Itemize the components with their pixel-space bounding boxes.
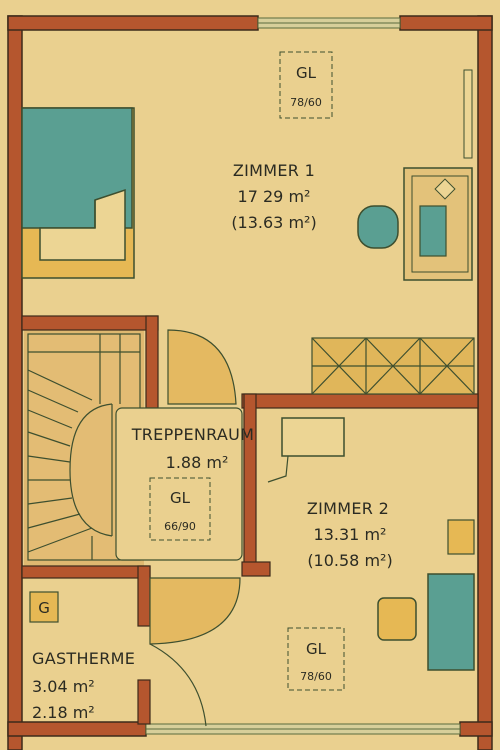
window-label-2: GL 66/90	[149, 477, 211, 541]
room-area-alt-gastherme: 2.18 m²	[32, 703, 95, 722]
room-label-zimmer2: ZIMMER 2 13.31 m² (10.58 m²)	[307, 499, 393, 570]
window-label-3-type: GL	[306, 640, 327, 658]
room-area-gastherme: 3.04 m²	[32, 677, 95, 696]
shelf-zimmer2	[447, 519, 475, 555]
door-zimmer1	[167, 329, 237, 405]
room-label-gastherme: GASTHERME 3.04 m² 2.18 m²	[32, 649, 135, 722]
outer-walls	[7, 15, 493, 750]
window-label-1-size: 78/60	[290, 96, 322, 109]
room-name-zimmer2: ZIMMER 2	[307, 499, 389, 518]
window-label-1-type: GL	[296, 64, 317, 82]
window-label-3-size: 78/60	[300, 670, 332, 683]
window-top	[257, 17, 401, 29]
room-name-gastherme: GASTHERME	[32, 649, 135, 668]
radiator	[463, 69, 473, 159]
gas-boiler: G	[29, 591, 59, 623]
window-label-1: GL 78/60	[279, 51, 333, 119]
inner-walls	[21, 315, 479, 725]
chair-zimmer1	[357, 205, 399, 249]
room-label-treppenraum: TREPPENRAUM 1.88 m²	[131, 425, 255, 472]
window-bottom	[145, 723, 461, 735]
room-area-zimmer1: 17 29 m²	[238, 187, 311, 206]
gas-symbol: G	[38, 599, 50, 617]
window-label-2-type: GL	[170, 489, 191, 507]
desk-zimmer1	[403, 167, 473, 281]
room-area-alt-zimmer1: (13.63 m²)	[231, 213, 316, 232]
room-area-alt-zimmer2: (10.58 m²)	[307, 551, 392, 570]
room-name-zimmer1: ZIMMER 1	[233, 161, 315, 180]
room-area-zimmer2: 13.31 m²	[314, 525, 387, 544]
cabinet-zimmer2	[427, 573, 475, 671]
wardrobe	[311, 337, 475, 395]
window-label-2-size: 66/90	[164, 520, 196, 533]
door-gastherme	[149, 577, 241, 727]
window-label-3: GL 78/60	[287, 627, 345, 691]
room-name-treppenraum: TREPPENRAUM	[131, 425, 255, 444]
room-area-treppenraum: 1.88 m²	[166, 453, 229, 472]
desk-zimmer2	[267, 417, 345, 483]
room-label-zimmer1: ZIMMER 1 17 29 m² (13.63 m²)	[231, 161, 316, 232]
stool-zimmer2	[377, 597, 417, 641]
bed	[21, 107, 135, 279]
